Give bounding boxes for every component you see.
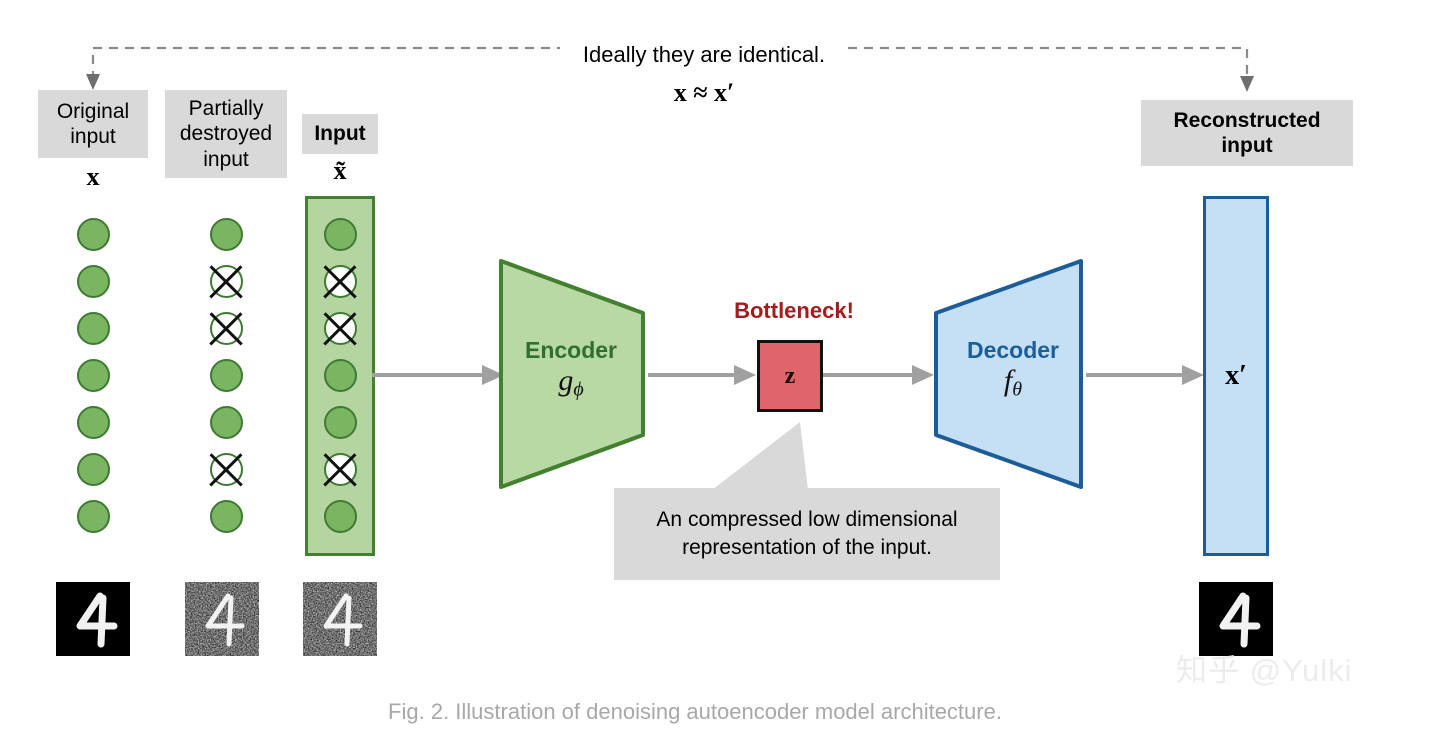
neuron-input-5 <box>323 406 357 439</box>
reconstructed-label-line1: Reconstructed <box>1173 108 1321 132</box>
callout-pointer <box>712 422 808 490</box>
identity-equation: x ≈ x′ <box>673 78 735 107</box>
reconstructed-label-line2: input <box>1221 134 1273 157</box>
decoder-label: Decoder <box>966 337 1060 363</box>
neuron-input-3-crossed <box>323 312 357 345</box>
output-tensor-bar: x′ <box>1203 196 1269 556</box>
neuron-destroyed-5 <box>209 406 243 439</box>
mnist-reconstructed-digit <box>1199 582 1273 656</box>
encoder-function-label: gϕ <box>498 364 644 402</box>
symbol-x-label: x <box>86 162 100 191</box>
partially-destroyed-label-line1: Partially <box>188 97 264 121</box>
neuron-column-original <box>76 218 110 533</box>
neuron-destroyed-3-crossed <box>209 312 243 345</box>
neuron-destroyed-1 <box>209 218 243 251</box>
original-input-label-line2: input <box>70 125 116 148</box>
neuron-original-2 <box>76 265 110 298</box>
decoder-function-label: fθ <box>940 364 1086 402</box>
arrow-decoder-to-output <box>1086 365 1204 385</box>
original-input-label-box: Original input <box>38 90 148 158</box>
ideally-identical-text: Ideally they are identical. <box>582 42 826 67</box>
encoder-function-base: g <box>558 364 574 397</box>
arrow-bottleneck-to-decoder <box>823 365 934 385</box>
bottleneck-callout-box: An compressed low dimensional representa… <box>614 488 1000 580</box>
watermark: 知乎 @Yulki <box>1176 653 1353 688</box>
mnist-input-digit <box>303 582 377 656</box>
neuron-input-4 <box>323 359 357 392</box>
decoder-trapezoid <box>934 259 1083 489</box>
neuron-original-5 <box>76 406 110 439</box>
mnist-original-digit <box>56 582 130 656</box>
partially-destroyed-label-line2: destroyed <box>179 122 273 146</box>
callout-line2: representation of the input. <box>682 536 932 559</box>
input-label-text: Input <box>314 122 366 146</box>
encoder-trapezoid <box>499 259 645 489</box>
encoder-function-subscript: ϕ <box>573 378 584 401</box>
neuron-destroyed-7 <box>209 500 243 533</box>
neuron-original-1 <box>76 218 110 251</box>
mnist-destroyed-digit <box>185 582 259 656</box>
input-label-box: Input <box>302 114 378 154</box>
bottleneck-title: Bottleneck! <box>734 298 854 323</box>
neuron-original-3 <box>76 312 110 345</box>
partially-destroyed-label-box: Partially destroyed input <box>165 90 287 178</box>
bottleneck-z-symbol: z <box>784 362 796 389</box>
neuron-column-destroyed <box>209 218 243 533</box>
neuron-destroyed-6-crossed <box>209 453 243 486</box>
bottleneck-z-box: z <box>757 340 823 412</box>
neuron-original-4 <box>76 359 110 392</box>
reconstructed-input-label-box: Reconstructed input <box>1141 100 1353 166</box>
neuron-original-7 <box>76 500 110 533</box>
figure-caption: Fig. 2. Illustration of denoising autoen… <box>388 699 1002 724</box>
symbol-x-tilde-label: x̃ <box>333 156 347 185</box>
neuron-input-2-crossed <box>323 265 357 298</box>
partially-destroyed-label-line3: input <box>203 147 249 171</box>
neuron-original-6 <box>76 453 110 486</box>
original-input-label-line1: Original <box>56 99 130 123</box>
neuron-input-1 <box>323 218 357 251</box>
neuron-destroyed-2-crossed <box>209 265 243 298</box>
neuron-input-6-crossed <box>323 453 357 486</box>
identity-dashed-link <box>86 46 1254 92</box>
neuron-column-input <box>323 218 357 533</box>
arrow-encoder-to-bottleneck <box>648 365 756 385</box>
symbol-x-prime-label: x′ <box>1225 360 1247 391</box>
encoder-label: Encoder <box>524 337 618 363</box>
neuron-input-7 <box>323 500 357 533</box>
arrow-input-to-encoder <box>372 365 504 385</box>
neuron-destroyed-4 <box>209 359 243 392</box>
decoder-function-base: f <box>1003 364 1013 397</box>
decoder-function-subscript: θ <box>1012 378 1023 401</box>
callout-line1: An compressed low dimensional <box>656 508 958 532</box>
